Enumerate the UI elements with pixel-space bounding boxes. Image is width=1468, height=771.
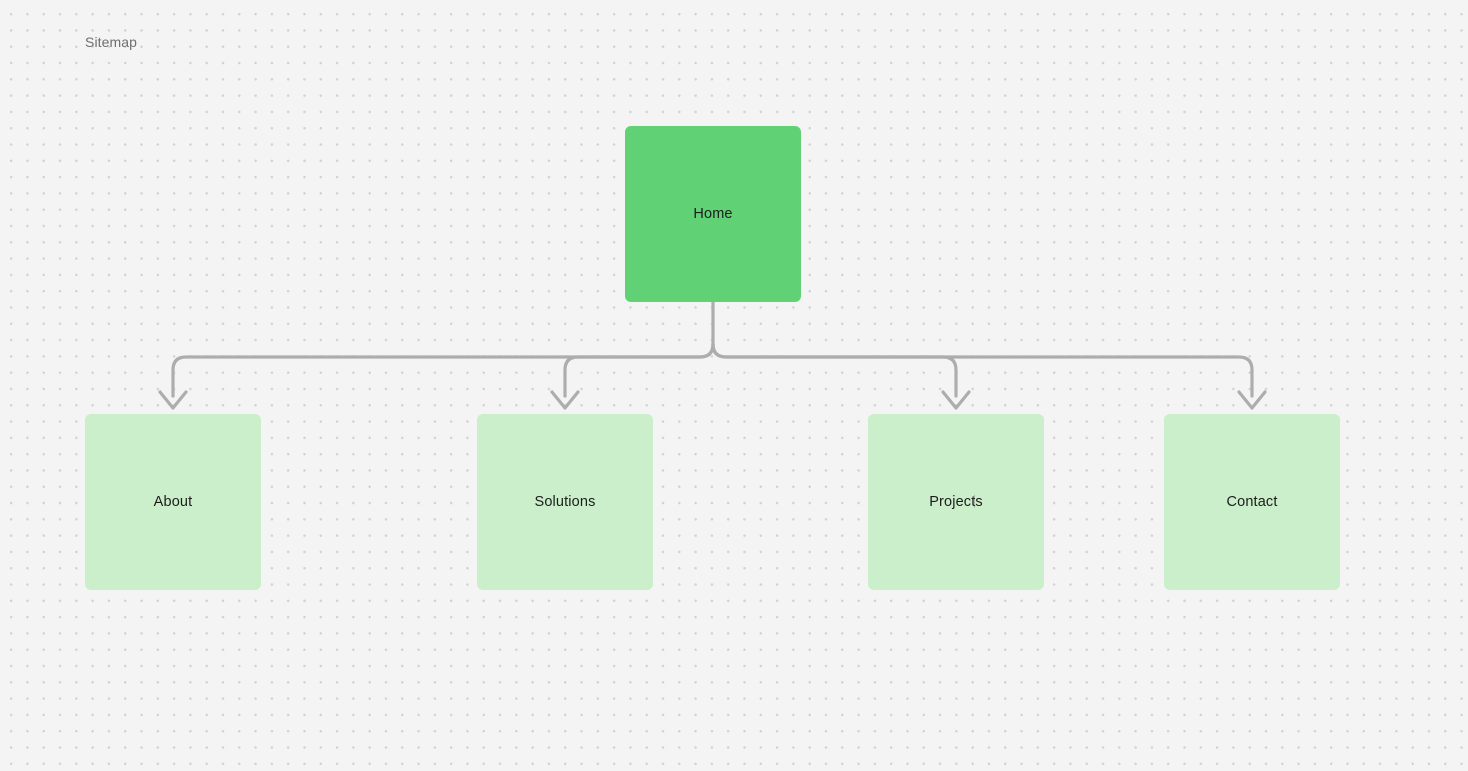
node-contact[interactable]: Contact [1164, 414, 1340, 590]
edge-home-to-contact [711, 342, 1254, 398]
node-about-label: About [153, 494, 193, 510]
edge-home-to-about [171, 342, 715, 398]
arrowhead-projects [941, 390, 971, 410]
edge-home-to-solutions [563, 342, 715, 398]
text-cursor [974, 495, 975, 508]
node-home[interactable]: Home [625, 126, 801, 302]
arrowhead-solutions [550, 390, 580, 410]
edge-home-to-projects [711, 342, 958, 398]
node-contact-label: Contact [1226, 494, 1278, 510]
node-home-label: Home [693, 206, 733, 222]
page-title: Sitemap [85, 34, 138, 50]
node-solutions-label: Solutions [534, 494, 596, 510]
node-about[interactable]: About [85, 414, 261, 590]
node-projects[interactable]: Projects [868, 414, 1044, 590]
arrowhead-contact [1237, 390, 1267, 410]
node-solutions[interactable]: Solutions [477, 414, 653, 590]
node-projects-label: Projects [929, 494, 983, 510]
arrowhead-about [158, 390, 188, 410]
